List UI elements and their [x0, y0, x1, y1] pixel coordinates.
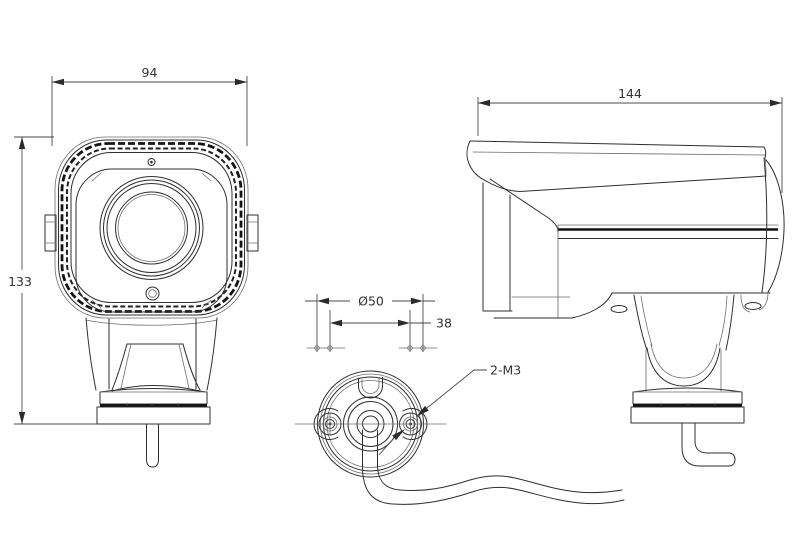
dim-label-front-height: 133 [8, 274, 32, 289]
dim-label-front-width: 94 [142, 65, 158, 80]
front-pedestal [96, 388, 211, 425]
dim-side-length: 144 [477, 86, 783, 193]
base-notch [358, 377, 383, 399]
front-cable [146, 423, 159, 468]
front-face-plate [75, 168, 228, 313]
side-view [466, 140, 785, 467]
dim-label-thread: 2-M3 [490, 363, 521, 378]
callout-thread: 2-M3 [378, 363, 521, 456]
dim-label-side-length: 144 [618, 86, 642, 101]
front-top-screw [147, 158, 156, 166]
dim-label-hole-spacing: 38 [436, 316, 452, 331]
side-body [482, 157, 785, 319]
side-cable [681, 422, 736, 467]
dim-front-width: 94 [51, 65, 248, 146]
side-sunshield [466, 140, 767, 192]
front-shield-outer [54, 136, 249, 319]
dim-front-height: 133 [8, 136, 97, 425]
bottom-view [294, 370, 625, 505]
front-mount-arm [85, 317, 218, 392]
base-cable [362, 429, 625, 505]
front-side-tabs [44, 214, 259, 252]
dim-label-base-diameter: Ø50 [358, 294, 384, 309]
front-bottom-hole [145, 286, 160, 301]
dim-base-diameter: Ø50 [305, 294, 435, 352]
front-view [44, 136, 259, 468]
side-yoke-bracket [633, 294, 735, 392]
front-lens [99, 176, 204, 280]
dim-hole-spacing: 38 [306, 310, 452, 352]
side-pedestal [630, 387, 745, 424]
